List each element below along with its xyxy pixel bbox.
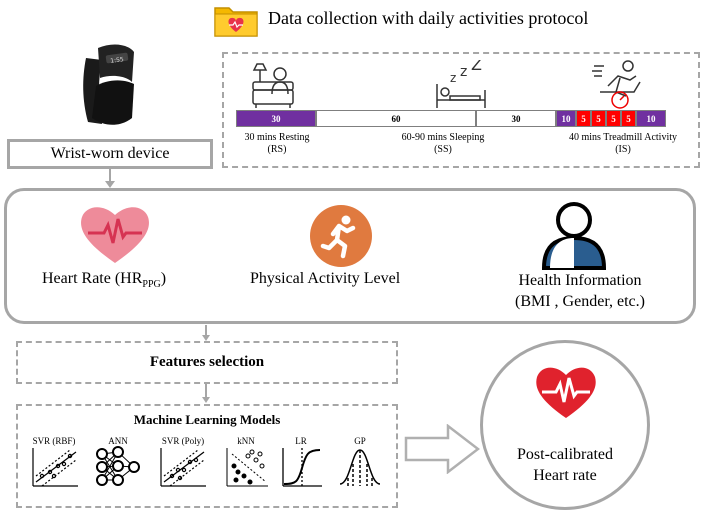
model-lr-label: LR xyxy=(295,436,307,446)
folder-heart-icon xyxy=(213,2,259,38)
ml-models-title: Machine Learning Models xyxy=(133,412,281,427)
heart-rate-icon xyxy=(78,203,152,270)
svr-rbf-plot-icon xyxy=(30,446,80,493)
sleeping-bed-icon: z z Z xyxy=(434,55,488,115)
user-profile-icon xyxy=(538,200,610,275)
svg-text:1:55: 1:55 xyxy=(110,56,124,65)
phase-resting-label: 30 mins Resting(RS) xyxy=(244,132,310,155)
features-selection-label: Features selection xyxy=(149,354,265,370)
health-info-label: Health Information (BMI , Gender, etc.) xyxy=(515,272,645,310)
model-knn-label: kNN xyxy=(237,436,255,446)
timeline-segment: 10 xyxy=(556,110,576,127)
model-svr-rbf-label: SVR (RBF) xyxy=(32,436,76,446)
fitness-band-icon: 1:55 xyxy=(72,38,142,143)
svg-text:z: z xyxy=(450,71,456,85)
calibrated-heart-icon xyxy=(534,364,598,425)
wrist-device-label: Wrist-worn device xyxy=(7,139,213,169)
model-gp-label: GP xyxy=(354,436,366,446)
phase-treadmill-label: 40 mins Treadmill Activity(IS) xyxy=(568,132,678,155)
svr-poly-plot-icon xyxy=(158,446,208,493)
svg-text:Z: Z xyxy=(471,60,482,74)
activity-level-label: Physical Activity Level xyxy=(250,270,401,287)
timeline-segment: 10 xyxy=(636,110,666,127)
ml-models-box xyxy=(16,404,398,508)
treadmill-runner-icon xyxy=(590,58,644,115)
lr-sigmoid-icon xyxy=(280,446,324,493)
timeline-segment: 5 xyxy=(606,110,621,127)
timeline-segment: 5 xyxy=(621,110,636,127)
protocol-box xyxy=(222,52,700,168)
svg-text:z: z xyxy=(460,64,467,80)
output-circle xyxy=(480,340,650,510)
timeline-segment: 60 xyxy=(316,110,476,127)
phase-sleeping-label: 60-90 mins Sleeping(SS) xyxy=(401,132,485,155)
model-svr-poly-label: SVR (Poly) xyxy=(161,436,205,446)
timeline-segment: 30 xyxy=(476,110,556,127)
ann-network-icon xyxy=(94,446,142,493)
protocol-title: Data collection with daily activities pr… xyxy=(268,8,589,28)
timeline-segment: 5 xyxy=(591,110,606,127)
knn-plot-icon xyxy=(224,446,270,493)
timeline-segment: 30 xyxy=(236,110,316,127)
timeline-segment: 5 xyxy=(576,110,591,127)
output-label: Post-calibrated Heart rate xyxy=(517,446,613,484)
resting-person-icon xyxy=(250,60,300,115)
heart-rate-label: Heart Rate (HRPPG) xyxy=(42,270,167,291)
input-features-box xyxy=(4,188,696,324)
runner-icon xyxy=(309,204,373,273)
output-arrow-icon xyxy=(404,423,481,479)
model-ann-label: ANN xyxy=(108,436,128,446)
gp-distribution-icon xyxy=(338,446,382,493)
features-selection-box xyxy=(16,341,398,384)
